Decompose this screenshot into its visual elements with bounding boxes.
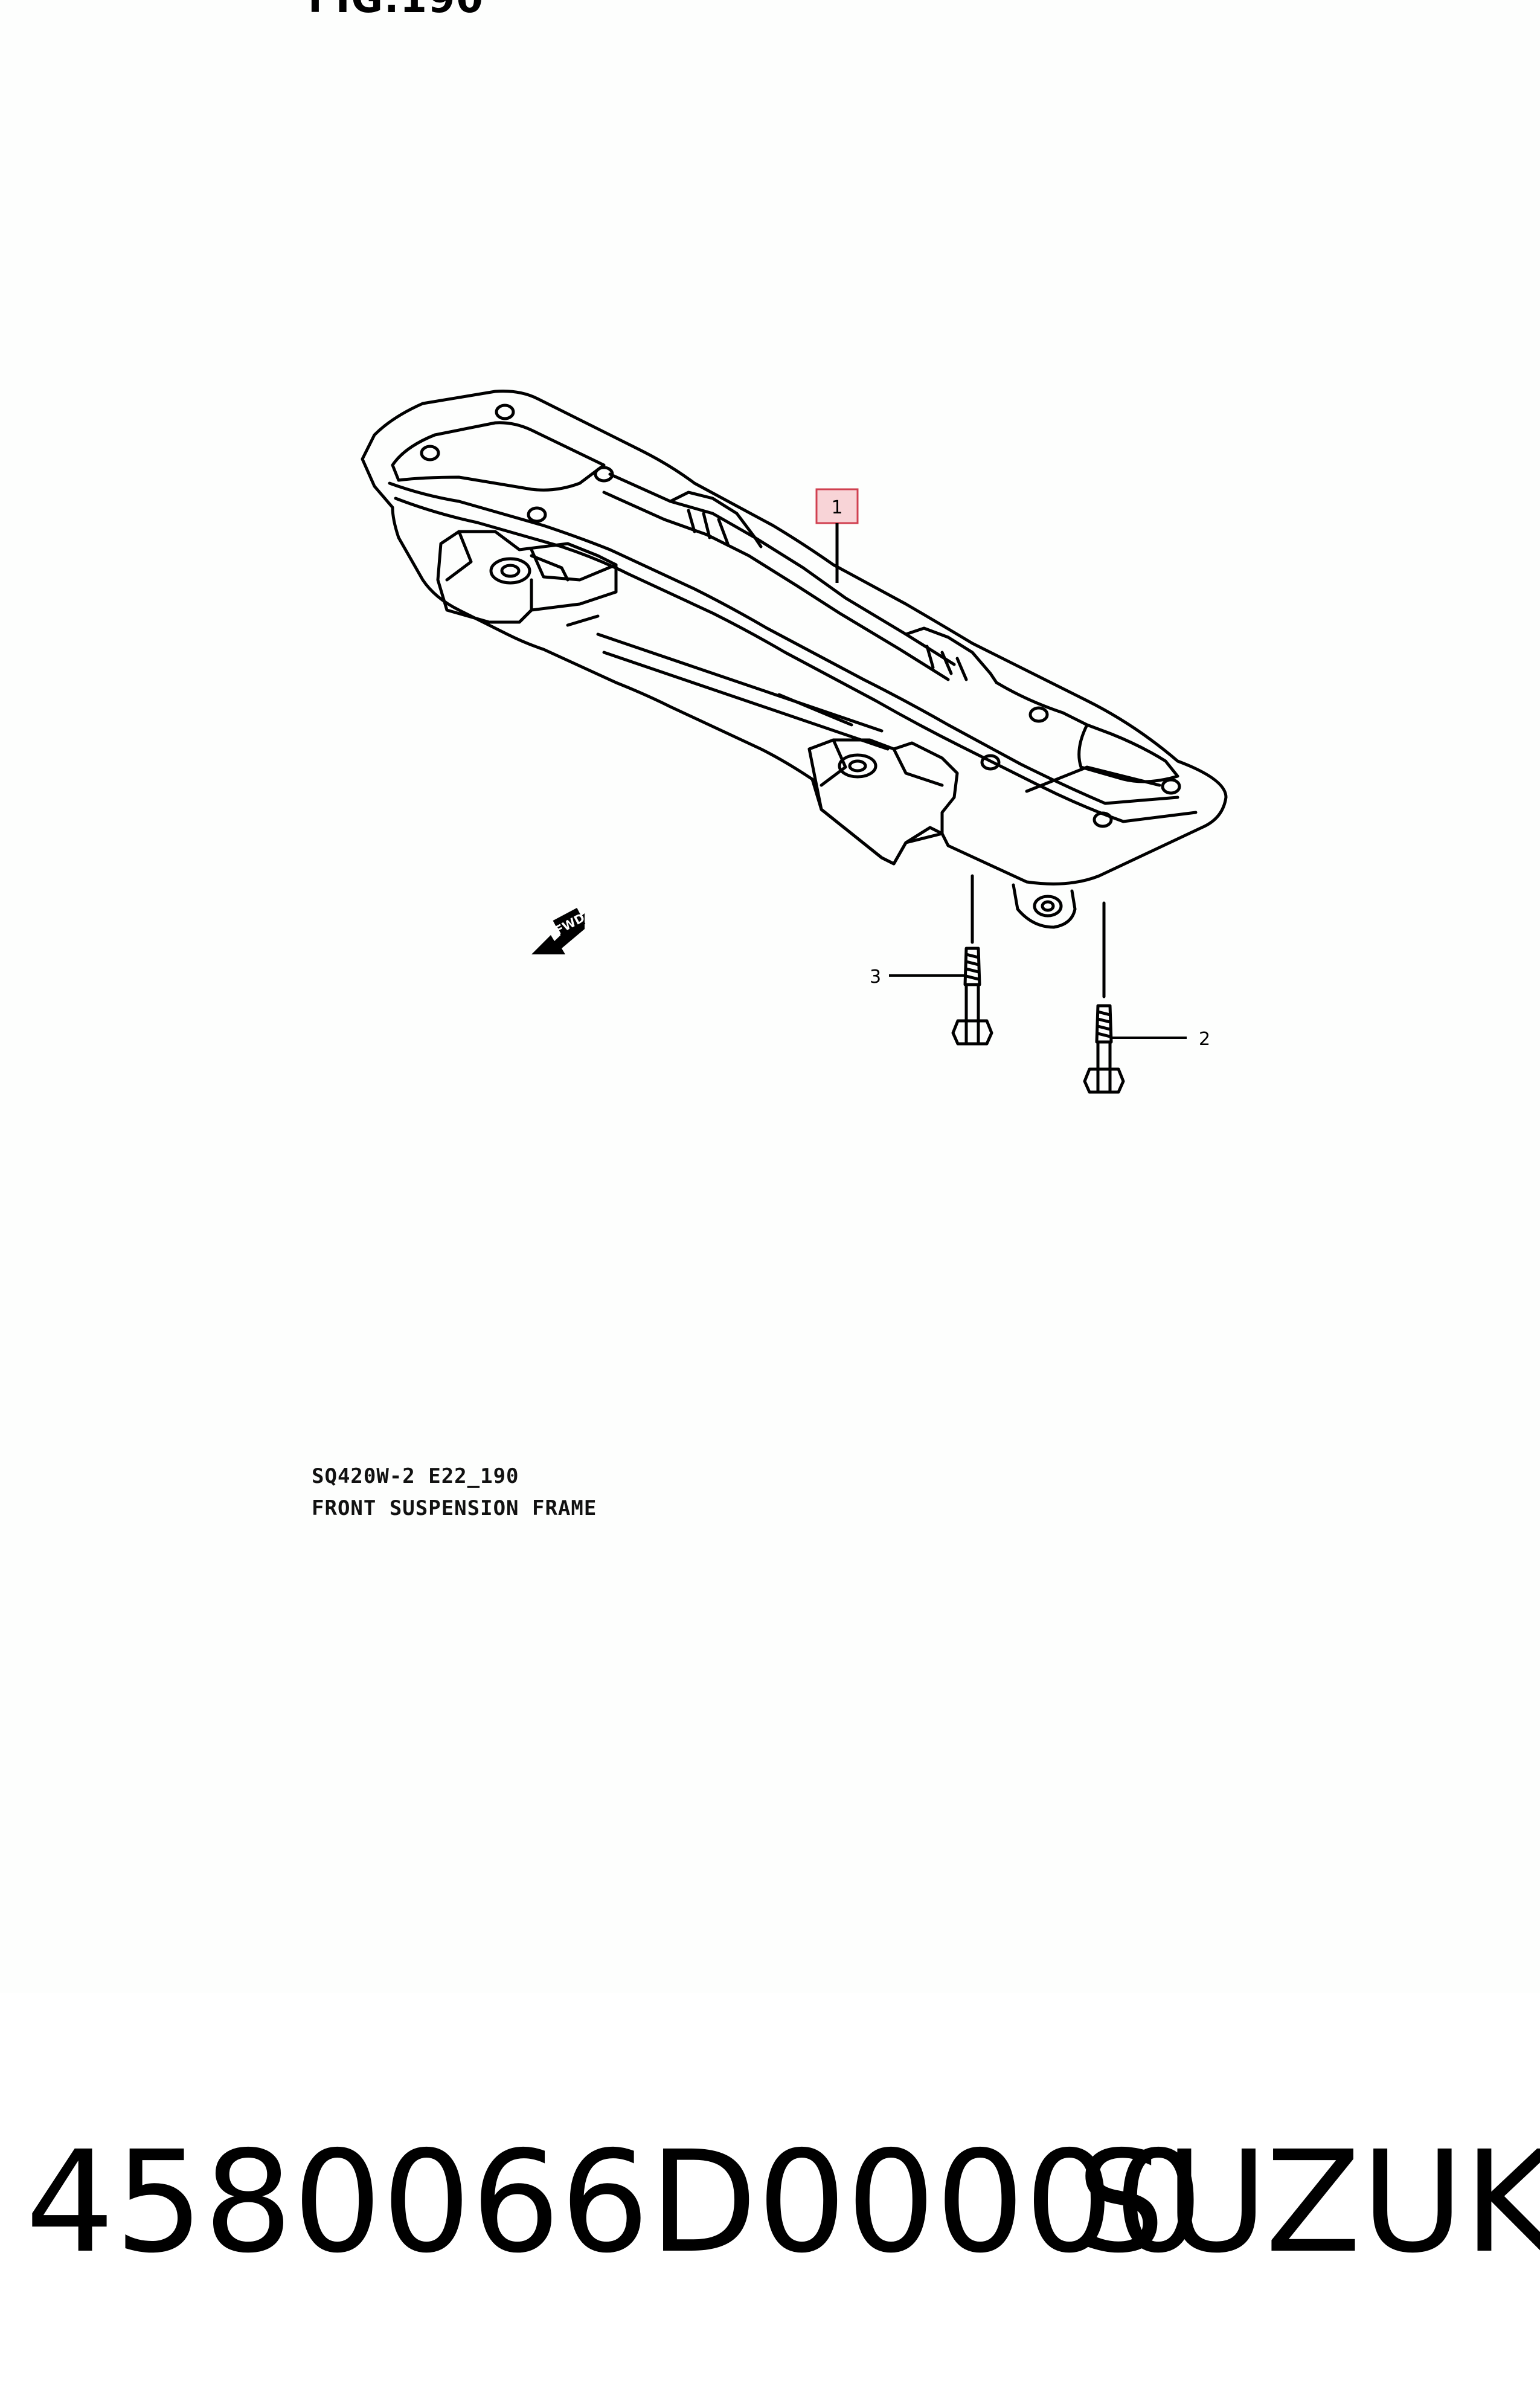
brand-name: SUZUKI [1076,2121,1540,2284]
rear-bushing [1012,883,1077,929]
bolt-part-3 [951,947,993,1046]
callout-2[interactable]: 2 [1110,1029,1210,1050]
diagram-name: FRONT SUSPENSION FRAME [312,1496,597,1520]
figure-title: FIG.190 [308,0,484,22]
fwd-arrow-icon: FWD [531,907,587,954]
callout-3-label: 3 [870,966,881,988]
left-mount [436,530,618,624]
callout-1[interactable]: 1 [815,488,859,583]
bolt-part-2 [1083,1004,1125,1094]
diagram-sheet: FIG.190 [308,0,1228,1520]
frame-outline [361,390,1228,886]
exploded-parts-diagram: 1 2 3 FWD [361,390,1228,1094]
callout-2-label: 2 [1199,1029,1210,1050]
part-number: 4580066D00000 [25,2121,1203,2284]
footer [0,1993,1540,2392]
callout-3[interactable]: 3 [870,966,966,988]
right-mount [807,738,959,866]
diagram-code: SQ420W-2 E22_190 [312,1464,519,1488]
callout-1-label: 1 [831,497,842,518]
